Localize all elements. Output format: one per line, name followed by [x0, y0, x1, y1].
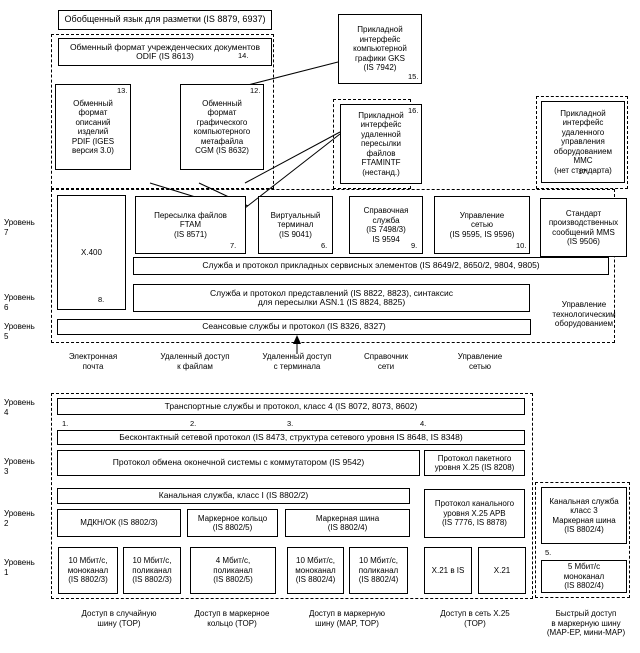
- caption-remote-file: Удаленный доступ к файлам: [160, 352, 230, 371]
- ftam-ftamintf-link-2: [244, 133, 341, 209]
- odif-box: Обменный формат учрежденческих документо…: [58, 38, 272, 66]
- vt-box: Виртуальный терминал (IS 9041): [258, 196, 333, 254]
- phy-4m-poly-8802-5: 4 Мбит/с, поликанал (IS 8802/5): [190, 547, 276, 594]
- presentation-box: Служба и протокол представлений (IS 8822…: [133, 284, 530, 312]
- odif-number: 14.: [238, 51, 249, 60]
- ftam-number: 7.: [230, 241, 237, 250]
- level-1-label: Уровень 1: [4, 558, 35, 577]
- caption-bus-access: Доступ в маркерную шину (MAP, TOP): [308, 609, 386, 628]
- phy-10m-mono-8802-4: 10 Мбит/с, моноканал (IS 8802/4): [287, 547, 344, 594]
- caption-directory: Справочник сети: [364, 352, 408, 371]
- clnp-box: Бесконтактный сетевой протокол (IS 8473,…: [57, 430, 525, 445]
- pdif-number: 13.: [117, 86, 128, 95]
- ftam-box: Пересылка файлов FTAM (IS 8571): [135, 196, 246, 254]
- cgm-box: Обменный формат графического компьютерно…: [180, 84, 264, 170]
- token-bus-box: Маркерная шина (IS 8802/4): [285, 509, 410, 537]
- mms-caption: Управление технологическим оборудованием: [552, 300, 616, 328]
- nm-number: 10.: [516, 241, 527, 250]
- ds-number: 9.: [411, 241, 418, 250]
- ftamintf-number: 16.: [408, 106, 419, 115]
- x25-packet-box: Протокол пакетного уровня X.25 (IS 8208): [424, 450, 525, 476]
- caption-csma-access: Доступ в случайную шину (TOP): [81, 609, 157, 628]
- lower-number-3: 3.: [287, 419, 294, 428]
- phy-5m-mono-8802-4: 5 Мбит/с моноканал (IS 8802/4): [541, 560, 627, 593]
- cgm-number: 12.: [250, 86, 261, 95]
- lower-number-4: 4.: [420, 419, 427, 428]
- mms-box: Стандарт производственных сообщений MMS …: [540, 198, 627, 257]
- session-box: Сеансовые службы и протокол (IS 8326, 83…: [57, 319, 531, 335]
- arrow-head: [293, 335, 301, 344]
- phy-10m-poly-8802-3: 10 Мбит/с, поликанал (IS 8802/3): [123, 547, 181, 594]
- mmc-box: Прикладной интерфейс удаленного управлен…: [541, 101, 625, 183]
- ftam-ftamintf-link: [244, 131, 341, 184]
- mmc-number: 17.: [578, 167, 589, 176]
- llc-box: Канальная служба, класс I (IS 8802/2): [57, 488, 410, 504]
- level-3-label: Уровень 3: [4, 457, 35, 476]
- transport-box: Транспортные службы и протокол, класс 4 …: [57, 398, 525, 415]
- csma-box: МДКН/ОК (IS 8802/3): [57, 509, 181, 537]
- phy-10m-poly-8802-4: 10 Мбит/с, поликанал (IS 8802/4): [349, 547, 408, 594]
- level-6-label: Уровень 6: [4, 293, 35, 312]
- phy-x21: X.21: [478, 547, 526, 594]
- lower-number-5: 5.: [545, 548, 552, 557]
- mmc-dashed-frame: [536, 96, 628, 189]
- markup-language-box: Обобщенный язык для разметки (IS 8879, 6…: [58, 10, 272, 30]
- caption-management: Управление сетью: [457, 352, 503, 371]
- directory-service-box: Справочная служба (IS 7498/3) IS 9594: [349, 196, 423, 254]
- x25-lapb-box: Протокол канального уровня X.25 APB (IS …: [424, 489, 525, 538]
- phy-10m-mono-8802-3: 10 Мбит/с, моноканал (IS 8802/3): [58, 547, 118, 594]
- token-ring-box: Маркерное кольцо (IS 8802/5): [187, 509, 278, 537]
- level-5-label: Уровень 5: [4, 322, 35, 341]
- llc-class3-box: Канальная служба класс 3 Маркерная шина …: [541, 487, 627, 544]
- upper-left-dashed-frame: [51, 34, 274, 189]
- x400-box: X.400: [57, 195, 126, 310]
- upper-protocol-dashed-frame: [51, 189, 615, 343]
- caption-remote-terminal: Удаленный доступ с терминала: [262, 352, 332, 371]
- lower-protocol-dashed-frame: [51, 393, 533, 599]
- level-7-label: Уровень 7: [4, 218, 35, 237]
- mms-lower-dashed-frame: [535, 482, 630, 598]
- x400-number: 8.: [98, 295, 105, 304]
- vt-number: 6.: [321, 241, 328, 250]
- caption-x25-access: Доступ в сеть X.25 (TOP): [440, 609, 510, 628]
- ftamintf-box: Прикладной интерфейс удаленной пересылки…: [340, 104, 422, 184]
- caption-email: Электронная почта: [68, 352, 118, 371]
- level-2-label: Уровень 2: [4, 509, 35, 528]
- esis-box: Протокол обмена оконечной системы с комм…: [57, 450, 420, 476]
- phy-x21-is: X.21 в IS: [424, 547, 472, 594]
- network-management-box: Управление сетью (IS 9595, IS 9596): [434, 196, 530, 254]
- lower-number-1: 1.: [62, 419, 69, 428]
- level-4-label: Уровень 4: [4, 398, 35, 417]
- gks-number: 15.: [408, 72, 419, 81]
- gks-box: Прикладной интерфейс компьютерной график…: [338, 14, 422, 84]
- lower-number-2: 2.: [190, 419, 197, 428]
- caption-ring-access: Доступ в маркерное кольцо (TOP): [194, 609, 270, 628]
- pdif-box: Обменный формат описаний изделий PDIF (I…: [55, 84, 131, 170]
- caption-fast-bus-access: Быстрый доступ в маркерную шину (MAP-EP,…: [546, 609, 626, 637]
- ase-box: Служба и протокол прикладных сервисных э…: [133, 257, 609, 275]
- cgm-gks-link: [243, 61, 339, 87]
